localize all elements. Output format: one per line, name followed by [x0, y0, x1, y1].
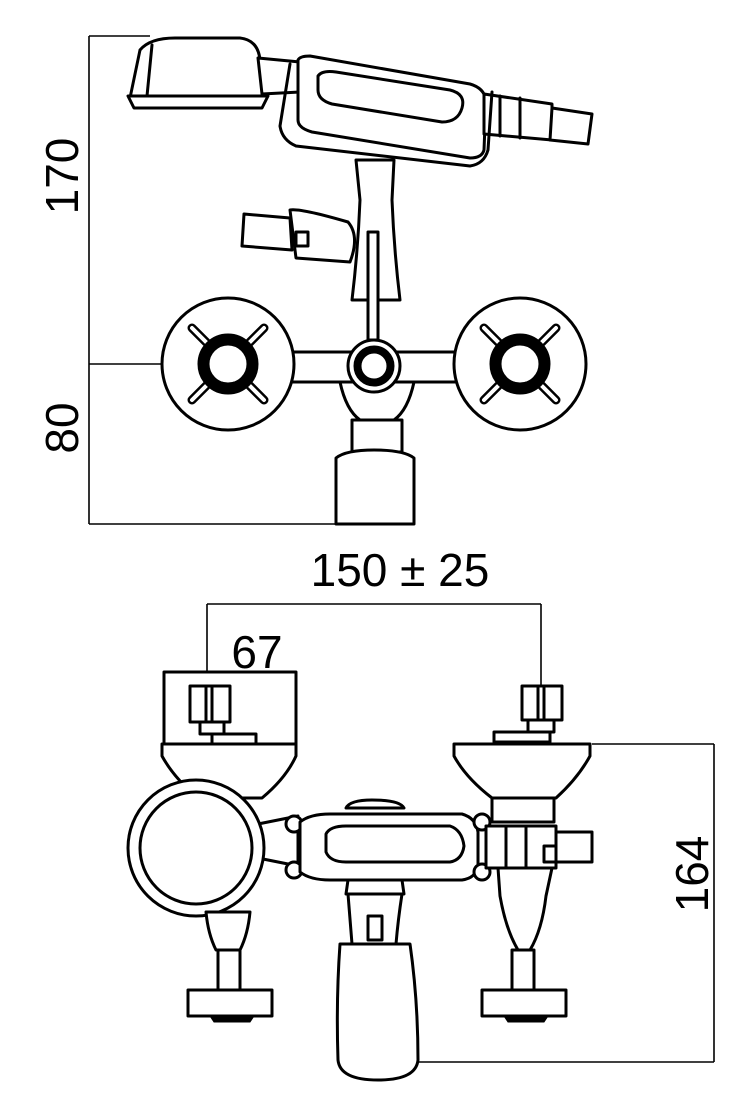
- right-handle-front: [480, 866, 568, 1023]
- body-front: [256, 798, 594, 882]
- top-view: 170 80: [36, 35, 594, 526]
- right-escutcheon-front: [452, 742, 592, 824]
- dimension-150-25: 150 ± 25: [311, 544, 490, 596]
- shower-head-front: [126, 778, 266, 918]
- top-view-dimension-lines: [88, 35, 338, 525]
- shower-handle-top: [278, 54, 594, 168]
- diverter-ring-top: [346, 338, 402, 394]
- shower-head-top: [126, 36, 302, 110]
- shower-bracket-front: [162, 670, 298, 746]
- dimension-170: 170: [36, 138, 88, 215]
- front-view: 150 ± 25 67 164: [126, 544, 718, 1082]
- right-tap-top: [452, 296, 588, 432]
- spout-front: [335, 878, 420, 1082]
- diverter-knob-top: [240, 208, 356, 264]
- dimension-80: 80: [36, 402, 88, 453]
- left-handle-front: [186, 910, 274, 1023]
- column-top: [350, 158, 402, 342]
- body-bar-top: [266, 350, 486, 526]
- right-spindle-front: [492, 684, 564, 744]
- dimension-164: 164: [666, 836, 718, 913]
- dimension-67: 67: [231, 626, 282, 678]
- front-view-dimension-lines: [206, 603, 715, 1063]
- left-tap-top: [160, 296, 296, 432]
